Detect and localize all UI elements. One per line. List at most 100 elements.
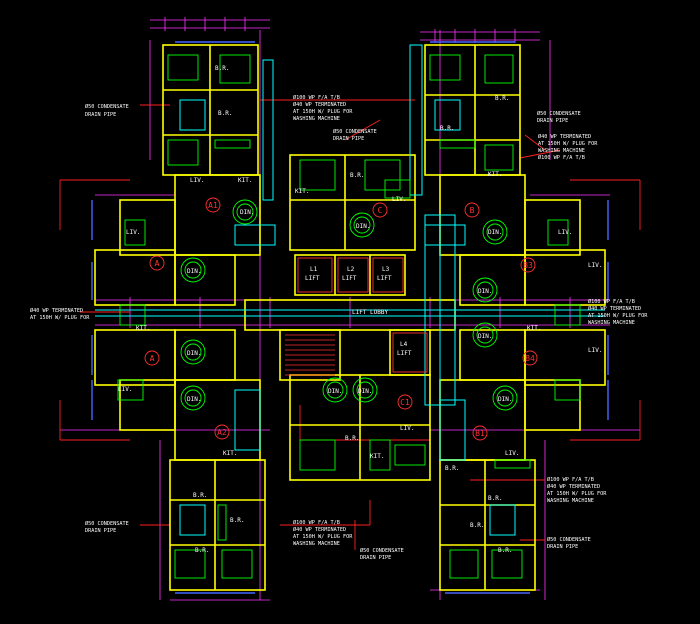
- dimension-ticks: [129, 17, 571, 328]
- unit-marker-circle: [464, 202, 480, 218]
- washing-machine-note-line: Ø40 WP TERMINATED: [547, 483, 600, 490]
- condensate-note-line: Ø50 CONDENSATE: [547, 536, 591, 543]
- lift-id-label: L1: [310, 266, 318, 273]
- room-label-living: LIV.: [392, 196, 406, 203]
- unit-marker-circle: [472, 425, 488, 441]
- room-label-living: LIV.: [558, 229, 572, 236]
- unit-label: C: [378, 206, 383, 215]
- annotation-notes: Ø50 CONDENSATE DRAIN PIPE Ø100 WP F/A T/…: [30, 94, 648, 561]
- room-label-bedroom: B.R.: [345, 435, 359, 442]
- room-label-bedroom: B.R.: [195, 547, 209, 554]
- room-label-bedroom: B.R.: [470, 522, 484, 529]
- room-label-dining: DIN.: [328, 388, 342, 395]
- unit-marker-circle: [144, 350, 160, 366]
- washing-machine-note-line: Ø40 WP TERMINATED: [293, 526, 346, 533]
- condensate-note-line: DRAIN PIPE: [85, 112, 116, 118]
- room-label-kitchen: KIT.: [238, 177, 252, 184]
- room-label-dining: DIN.: [488, 229, 502, 236]
- washing-machine-note-line: WASHING MACHINE: [588, 320, 635, 326]
- room-label-bedroom: B.R.: [193, 492, 207, 499]
- room-label-bedroom: B.R.: [440, 125, 454, 132]
- room-label-living: LIV.: [126, 229, 140, 236]
- lift-label: LIFT: [342, 275, 357, 282]
- room-label-living: LIV.: [118, 386, 132, 393]
- room-label-living: LIV.: [505, 450, 519, 457]
- room-labels: B.R. B.R. LIV. KIT. DIN. LIV. DIN. KIT. …: [118, 65, 602, 554]
- unit-marker-circle: [214, 424, 230, 440]
- room-label-bedroom: B.R.: [498, 547, 512, 554]
- washing-machine-note-line: AT 150H W/ PLUG FOR: [547, 491, 607, 497]
- washing-machine-note-line: Ø100 WP F/A T/B: [293, 519, 340, 526]
- room-label-kitchen: KIT.: [223, 450, 237, 457]
- washing-machine-note-line: Ø100 WP F/A T/B: [538, 154, 585, 161]
- condensate-note-line: DRAIN PIPE: [85, 528, 116, 534]
- unit-label: B4: [525, 354, 535, 363]
- lift-id-label: L3: [382, 266, 390, 273]
- room-label-bedroom: B.R.: [230, 517, 244, 524]
- unit-marker-circle: [397, 394, 413, 410]
- washing-machine-note-line: Ø100 WP F/A T/B: [293, 94, 340, 101]
- unit-markers: A1 A A A2 B B1 B3 B4 C C1: [144, 197, 538, 441]
- washing-machine-note-line: Ø100 WP F/A T/B: [547, 476, 594, 483]
- stairs: [285, 334, 335, 376]
- lift-label: LIFT: [377, 275, 392, 282]
- unit-label: B3: [523, 261, 533, 270]
- unit-marker-circle: [372, 202, 388, 218]
- room-label-bedroom: B.R.: [488, 495, 502, 502]
- unit-marker-circle: [522, 350, 538, 366]
- unit-label: B1: [475, 429, 485, 438]
- room-label-dining: DIN.: [187, 396, 201, 403]
- room-label-dining: DIN.: [356, 223, 370, 230]
- washing-machine-note-line: AT 150H W/ PLUG FOR: [293, 109, 353, 115]
- service-lines: [95, 44, 605, 536]
- lift-label: LIFT: [397, 350, 412, 357]
- washing-machine-note-line: Ø100 WP F/A T/B: [588, 298, 635, 305]
- condensate-note-line: DRAIN PIPE: [547, 544, 578, 550]
- room-label-dining: DIN.: [240, 209, 254, 216]
- room-label-bedroom: B.R.: [218, 110, 232, 117]
- unit-label: A: [150, 354, 155, 363]
- room-label-dining: DIN.: [478, 333, 492, 340]
- washing-machine-note-line: WASHING MACHINE: [293, 116, 340, 122]
- lift-labels: L1 LIFT L2 LIFT L3 LIFT L4 LIFT LIFT LOB…: [305, 266, 412, 357]
- lift-label: LIFT: [305, 275, 320, 282]
- unit-label: C1: [400, 398, 410, 407]
- washing-machine-note-line: WASHING MACHINE: [293, 541, 340, 547]
- unit-label: A1: [208, 201, 218, 210]
- unit-marker-circle: [205, 197, 221, 213]
- room-label-living: LIV.: [588, 262, 602, 269]
- room-label-living: LIV.: [190, 177, 204, 184]
- condensate-note-line: DRAIN PIPE: [537, 118, 568, 124]
- washing-machine-note-line: Ø40 WP TERMINATED: [30, 307, 83, 314]
- condensate-note-line: DRAIN PIPE: [333, 136, 364, 142]
- washing-machine-note-line: AT 150H W/ PLUG FOR: [30, 315, 90, 321]
- unit-label: A: [155, 259, 160, 268]
- room-label-dining: DIN.: [187, 350, 201, 357]
- condensate-note-line: Ø50 CONDENSATE: [537, 110, 581, 117]
- washing-machine-note-line: AT 150H W/ PLUG FOR: [588, 313, 648, 319]
- washing-machine-note-line: WASHING MACHINE: [538, 148, 585, 154]
- room-label-dining: DIN.: [358, 388, 372, 395]
- room-label-kitchen: KIT.: [370, 453, 384, 460]
- room-label-kitchen: KIT.: [488, 171, 502, 178]
- room-label-dining: DIN.: [478, 288, 492, 295]
- room-label-kitchen: KIT.: [527, 325, 541, 332]
- washing-machine-note-line: Ø40 WP TERMINATED: [538, 133, 591, 140]
- window-lines: [91, 41, 609, 594]
- room-label-kitchen: KIT.: [136, 325, 150, 332]
- unit-marker-circle: [149, 255, 165, 271]
- condensate-note-line: Ø50 CONDENSATE: [85, 520, 129, 527]
- lift-id-label: L4: [400, 341, 408, 348]
- condensate-note-line: Ø50 CONDENSATE: [333, 128, 377, 135]
- lift-cars: [297, 257, 428, 373]
- room-label-bedroom: B.R.: [215, 65, 229, 72]
- condensate-note-line: Ø50 CONDENSATE: [360, 547, 404, 554]
- condensate-note-line: DRAIN PIPE: [360, 555, 391, 561]
- room-label-bedroom: B.R.: [445, 465, 459, 472]
- furniture: [117, 54, 581, 579]
- room-label-dining: DIN.: [187, 268, 201, 275]
- unit-marker-circle: [520, 257, 536, 273]
- lift-lobby-label: LIFT LOBBY: [352, 309, 389, 316]
- condensate-note-line: Ø50 CONDENSATE: [85, 103, 129, 110]
